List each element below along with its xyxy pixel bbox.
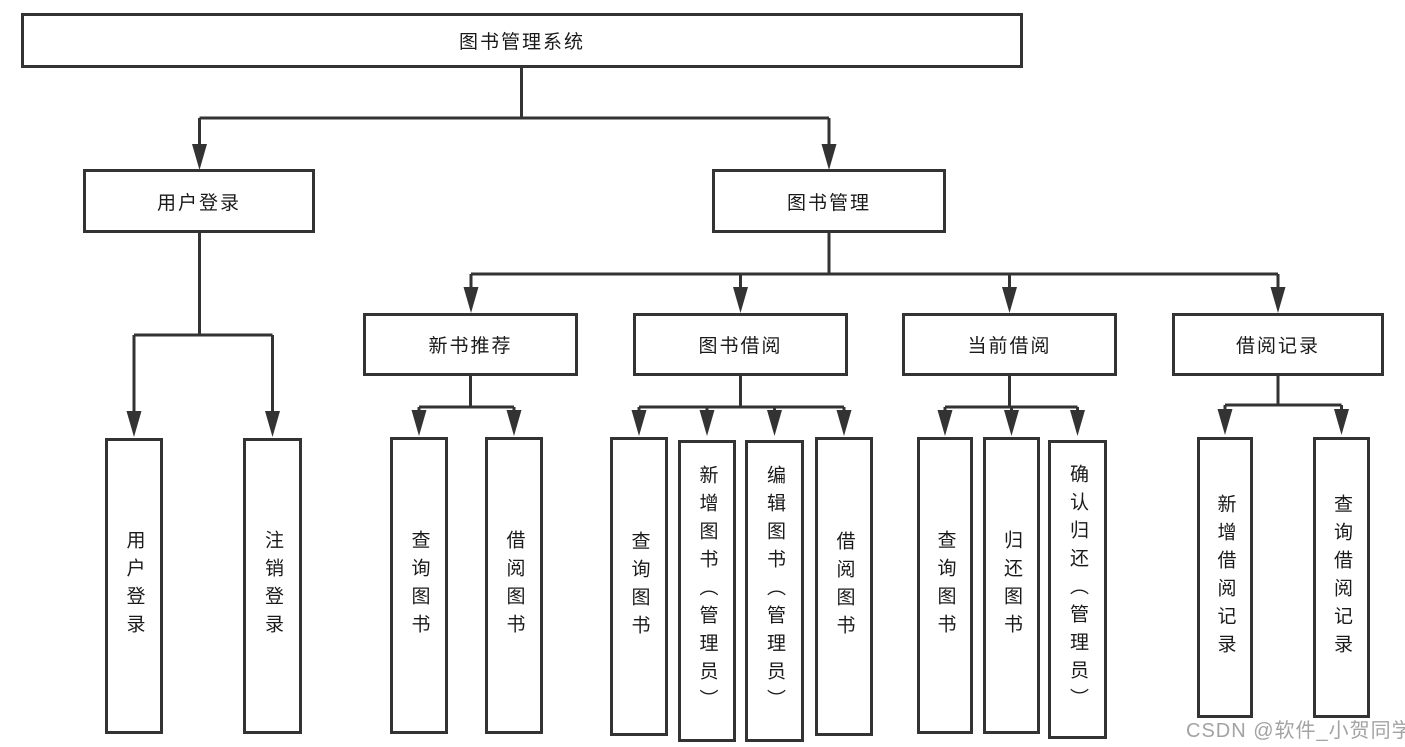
node-label: 新增图书（管理员） — [696, 465, 718, 717]
node-label: 查询借阅记录 — [1331, 493, 1352, 662]
node-label: 查询图书 — [408, 529, 430, 642]
connector-currentborrow-to-leaves — [937, 376, 1085, 436]
connector-bookborrow-to-leaves — [631, 376, 852, 436]
connector-userlogin-to-leaves — [126, 233, 280, 437]
node-user-login-branch: 用户登录 — [83, 169, 315, 233]
leaf-confirm-return-admin: 确认归还（管理员） — [1048, 440, 1107, 739]
node-book-borrow: 图书借阅 — [633, 313, 848, 376]
leaf-return-book: 归还图书 — [983, 437, 1040, 734]
leaf-query-books-current: 查询图书 — [917, 437, 973, 734]
node-library-system: 图书管理系统 — [21, 13, 1023, 68]
node-label: 当前借阅 — [967, 336, 1052, 357]
connector-newbook-to-leaves — [411, 376, 522, 436]
node-label: 用户登录 — [156, 192, 241, 214]
node-label: 图书管理系统 — [458, 32, 585, 53]
connector-root-to-branches — [192, 68, 837, 170]
node-new-book-recommend: 新书推荐 — [363, 313, 578, 376]
connector-bookmgmt-to-modules — [463, 233, 1286, 313]
node-label: 编辑图书（管理员） — [764, 465, 785, 717]
node-label: 查询图书 — [934, 529, 956, 642]
node-label: 图书借阅 — [698, 336, 783, 357]
leaf-query-books-recommend: 查询图书 — [390, 437, 448, 734]
node-label: 新增借阅记录 — [1214, 493, 1236, 662]
node-label: 查询图书 — [628, 530, 650, 643]
node-label: 图书管理 — [786, 192, 871, 214]
node-label: 用户登录 — [123, 530, 145, 642]
leaf-borrow-book-recommend: 借阅图书 — [485, 437, 543, 734]
connector-borrowrecord-to-leaves — [1217, 376, 1349, 435]
node-label: 新书推荐 — [428, 336, 513, 357]
node-current-borrow: 当前借阅 — [902, 313, 1117, 376]
node-borrow-record: 借阅记录 — [1172, 313, 1384, 376]
leaf-logout: 注销登录 — [243, 438, 302, 734]
leaf-user-login: 用户登录 — [105, 438, 163, 734]
node-label: 归还图书 — [1001, 529, 1022, 642]
node-label: 借阅图书 — [503, 529, 525, 642]
csdn-watermark: CSDN @软件_小贺同学 — [1186, 720, 1405, 742]
node-label: 注销登录 — [262, 530, 283, 642]
leaf-query-borrow-record: 查询借阅记录 — [1313, 437, 1370, 718]
leaf-add-book-admin: 新增图书（管理员） — [678, 440, 736, 742]
leaf-edit-book-admin: 编辑图书（管理员） — [745, 440, 804, 742]
leaf-add-borrow-record: 新增借阅记录 — [1197, 437, 1253, 718]
leaf-borrow-book: 借阅图书 — [815, 437, 873, 736]
node-label: 确认归还（管理员） — [1067, 463, 1088, 716]
leaf-query-books-borrow: 查询图书 — [610, 437, 668, 736]
node-label: 借阅记录 — [1235, 336, 1320, 357]
node-label: 借阅图书 — [833, 530, 855, 643]
node-book-management-branch: 图书管理 — [712, 169, 946, 233]
